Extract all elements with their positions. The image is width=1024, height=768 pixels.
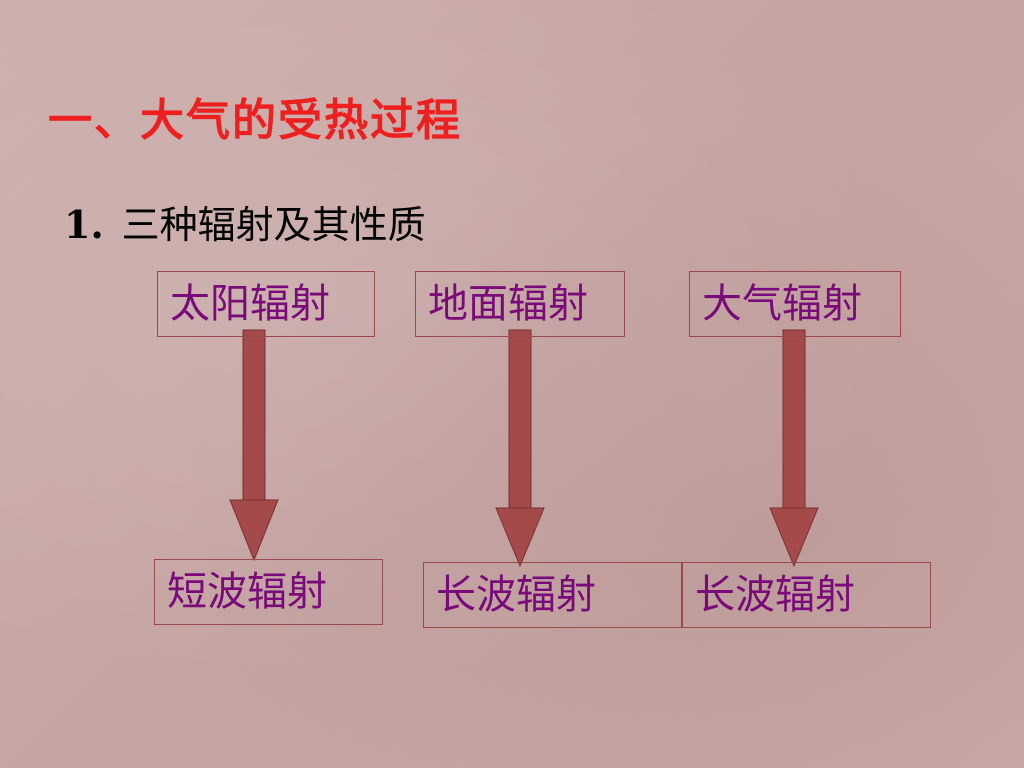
subtitle-number: 1. <box>64 202 104 247</box>
subtitle-text: 三种辐射及其性质 <box>121 203 426 247</box>
slide-title: 一、大气的受热过程 <box>48 95 462 146</box>
box-ground-radiation: 地面辐射 <box>415 271 625 337</box>
slide-subtitle: 1. 三种辐射及其性质 <box>64 194 426 249</box>
arrow-atmosphere <box>769 329 819 568</box>
box-solar-radiation: 太阳辐射 <box>157 271 375 337</box>
box-longwave-radiation-ground: 长波辐射 <box>423 562 682 628</box>
arrow-solar <box>229 329 279 562</box>
box-atmospheric-radiation: 大气辐射 <box>689 271 901 337</box>
box-shortwave-radiation: 短波辐射 <box>154 559 383 625</box>
box-longwave-radiation-atmosphere: 长波辐射 <box>682 562 931 628</box>
arrow-ground <box>495 329 545 568</box>
